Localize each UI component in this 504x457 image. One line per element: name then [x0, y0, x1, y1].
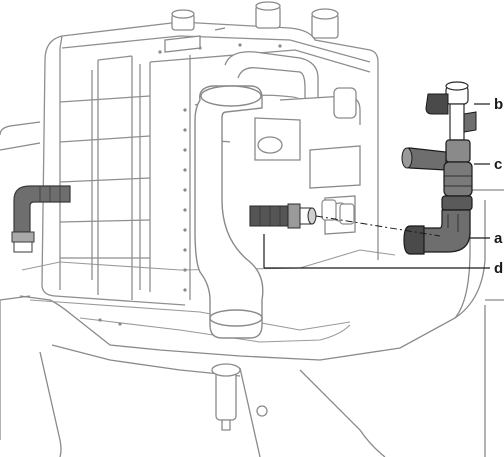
elbow-connector [403, 209, 471, 255]
top-fittings [164, 1, 339, 53]
valve-with-handle [425, 81, 477, 141]
front-s-tube [194, 85, 264, 339]
insertion-tube [249, 203, 317, 229]
drain-fitting [211, 363, 268, 431]
alignment-dash-line [315, 215, 441, 237]
side-valves [321, 199, 355, 225]
callout-d: d [494, 260, 503, 277]
flange-bolts [98, 43, 282, 326]
left-elbow-connector [11, 185, 71, 253]
callout-b: b [494, 96, 503, 113]
callout-c: c [494, 156, 502, 173]
leader-lines [263, 103, 490, 269]
callout-a: a [494, 230, 503, 247]
upper-pipework [224, 51, 361, 235]
tee-fitting [401, 139, 473, 211]
